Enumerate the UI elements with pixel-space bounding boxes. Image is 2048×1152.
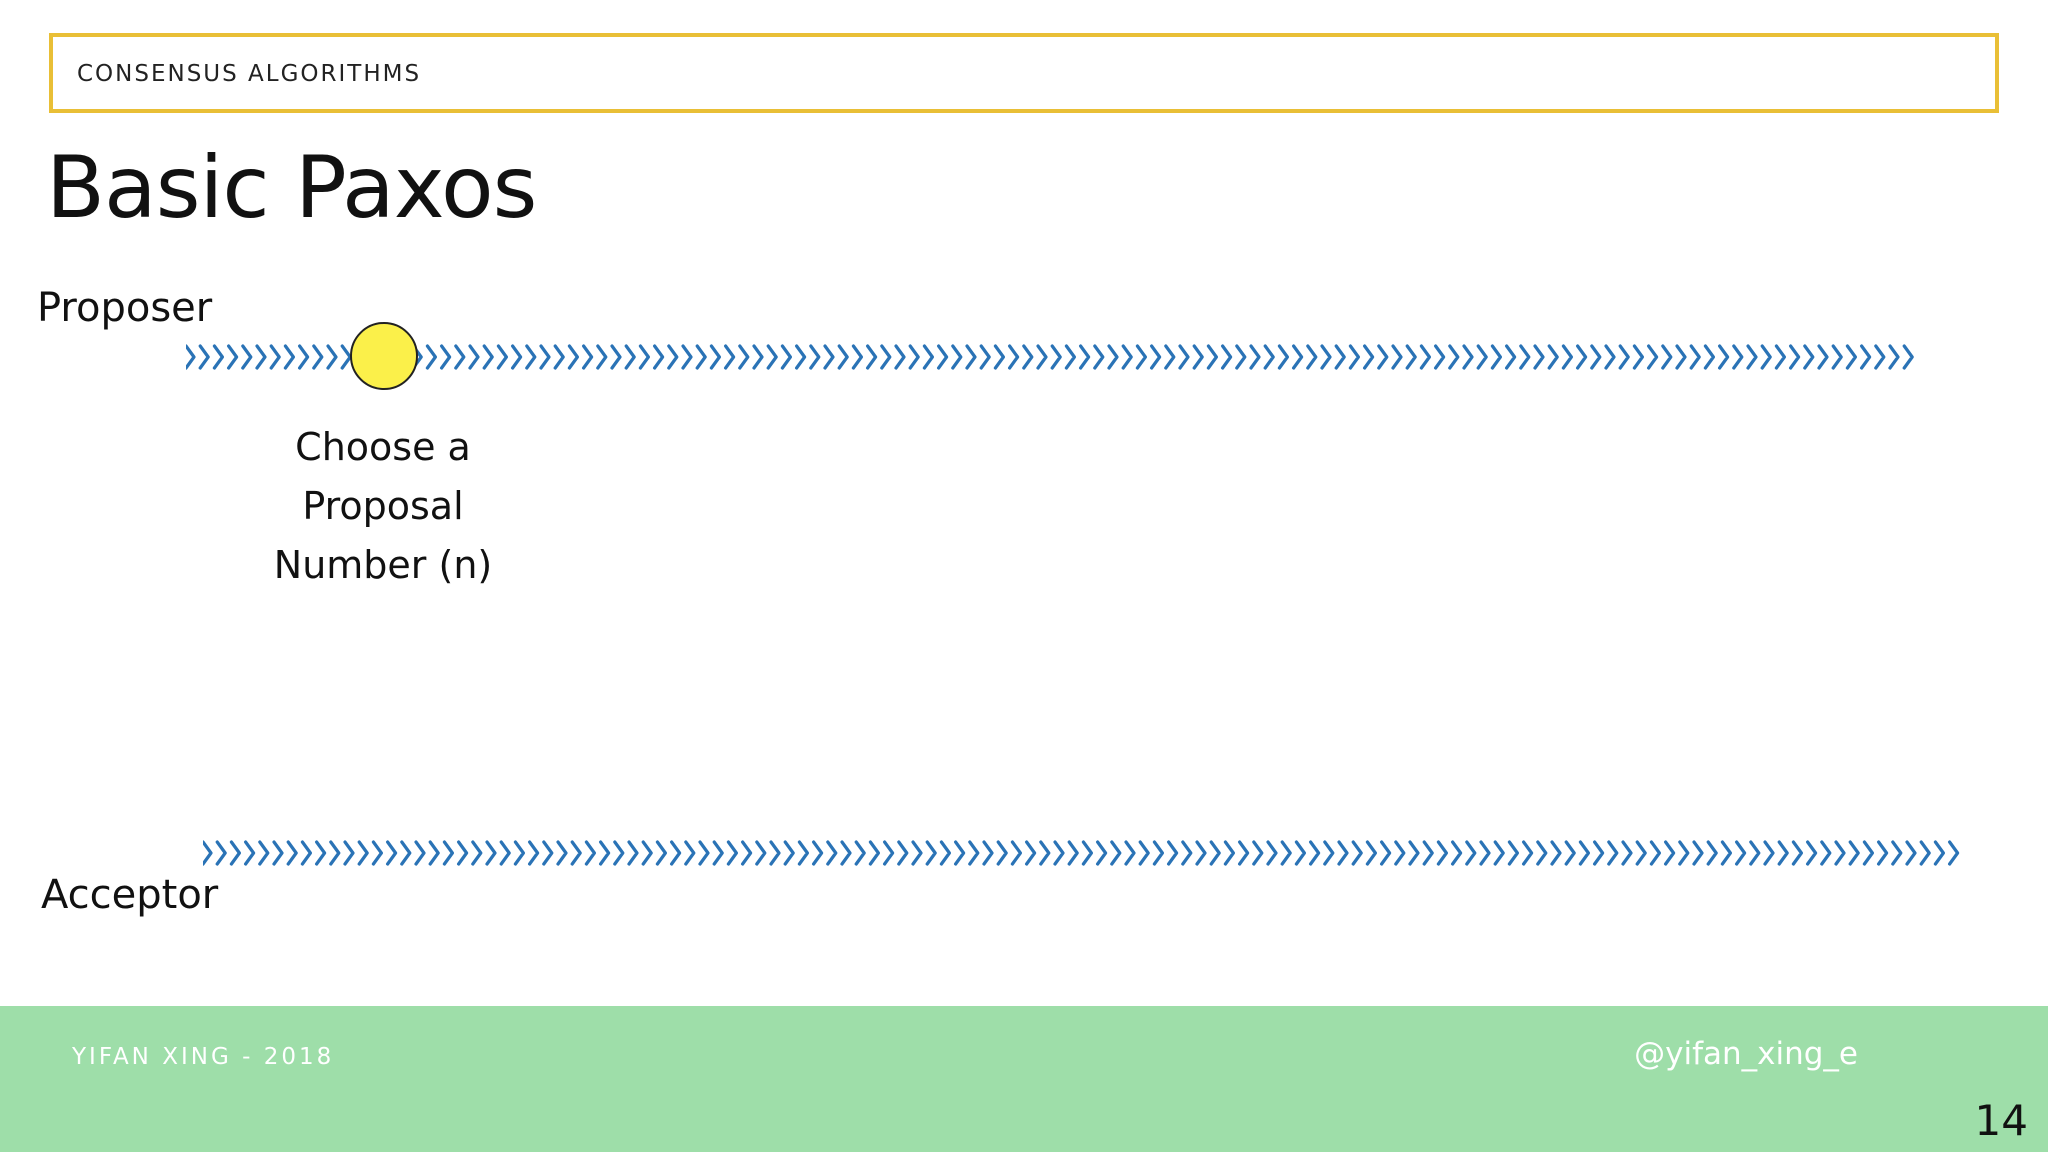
footer-author: YIFAN XING - 2018 [72,1044,335,1070]
timeline-chevrons [203,840,1960,866]
acceptor-lane-label: Acceptor [41,872,219,918]
proposer-lane-label: Proposer [37,285,213,331]
footer-bar: YIFAN XING - 2018 @yifan_xing_e 14 [0,1006,2048,1152]
footer-handle: @yifan_xing_e [1634,1036,1858,1072]
proposal-event-note: Choose a Proposal Number (n) [263,418,503,595]
event-note-line: Number (n) [273,543,493,587]
proposal-event-dot [350,322,418,390]
page-number: 14 [1974,1096,2028,1145]
page-title: Basic Paxos [46,138,537,238]
timeline-chevrons [186,344,1914,370]
section-header-box: CONSENSUS ALGORITHMS [49,33,1999,113]
acceptor-timeline [203,840,1960,866]
proposer-timeline [186,344,1914,370]
section-label: CONSENSUS ALGORITHMS [77,61,422,87]
event-note-line: Proposal [302,484,464,528]
event-note-line: Choose a [295,425,471,469]
